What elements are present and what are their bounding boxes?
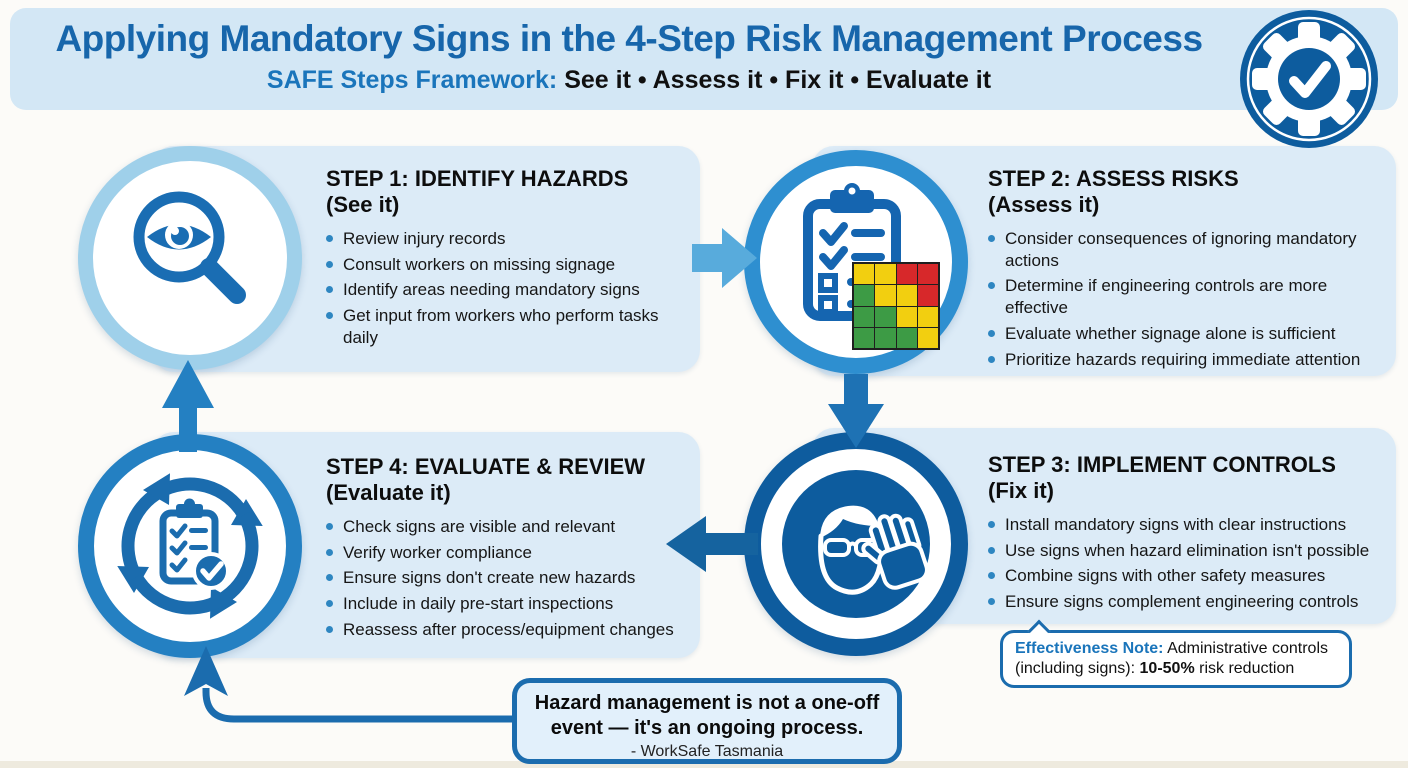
step3-title: STEP 3: IMPLEMENT CONTROLS	[988, 452, 1336, 477]
risk-matrix-cell	[896, 327, 917, 348]
risk-matrix-cell	[896, 285, 917, 306]
step3-bullet-list: Install mandatory signs with clear instr…	[988, 514, 1392, 613]
list-item: Verify worker compliance	[326, 542, 704, 564]
bullet-dot	[988, 355, 995, 363]
risk-matrix-cell	[875, 306, 896, 327]
cycle-clipboard-icon	[117, 473, 263, 619]
step2-title: STEP 2: ASSESS RISKS	[988, 166, 1239, 191]
header-banner: Applying Mandatory Signs in the 4-Step R…	[10, 8, 1398, 110]
step3-subtitle: (Fix it)	[988, 478, 1054, 504]
list-item: Determine if engineering controls are mo…	[988, 275, 1392, 319]
list-item: Ensure signs complement engineering cont…	[988, 591, 1392, 613]
list-item: Check signs are visible and relevant	[326, 516, 704, 538]
page-title: Applying Mandatory Signs in the 4-Step R…	[55, 18, 1203, 59]
list-item: Get input from workers who perform tasks…	[326, 305, 692, 349]
list-item: Consider consequences of ignoring mandat…	[988, 228, 1392, 272]
risk-matrix-cell	[875, 264, 896, 285]
list-item: Install mandatory signs with clear instr…	[988, 514, 1392, 536]
bullet-dot	[326, 625, 333, 633]
step2-subtitle: (Assess it)	[988, 192, 1100, 218]
step2-bullet-list: Consider consequences of ignoring mandat…	[988, 228, 1392, 371]
step4-bullet-list: Check signs are visible and relevant Ver…	[326, 516, 704, 641]
framework-steps: See it • Assess it • Fix it • Evaluate i…	[564, 65, 992, 94]
risk-matrix-cell	[875, 327, 896, 348]
list-item: Combine signs with other safety measures	[988, 565, 1392, 587]
magnifier-eye-icon	[133, 191, 246, 304]
bullet-dot	[326, 548, 333, 556]
step1-subtitle: (See it)	[326, 192, 400, 218]
bullet-dot	[988, 598, 995, 606]
risk-matrix-cell	[854, 264, 875, 285]
step2-content: STEP 2: ASSESS RISKS (Assess it) Conside…	[988, 166, 1392, 374]
step2-circle	[744, 150, 968, 374]
list-item: Review injury records	[326, 228, 692, 250]
page-subtitle: SAFE Steps Framework: See it • Assess it…	[30, 66, 1228, 95]
list-item: Prioritize hazards requiring immediate a…	[988, 349, 1392, 371]
bullet-dot	[326, 286, 333, 294]
bullet-dot	[326, 600, 333, 608]
framework-label: SAFE Steps Framework:	[266, 65, 558, 94]
step1-title: STEP 1: IDENTIFY HAZARDS	[326, 166, 629, 191]
step1-content: STEP 1: IDENTIFY HAZARDS (See it) Review…	[326, 166, 692, 353]
risk-matrix-cell	[917, 306, 938, 327]
list-item: Ensure signs don't create new hazards	[326, 567, 704, 589]
risk-matrix-cell	[854, 327, 875, 348]
step4-content: STEP 4: EVALUATE & REVIEW (Evaluate it) …	[326, 454, 704, 645]
bullet-dot	[326, 574, 333, 582]
bullet-dot	[988, 546, 995, 554]
effectiveness-note: Effectiveness Note: Administrative contr…	[1000, 619, 1352, 688]
quote-text: Hazard management is not a one-off event…	[534, 692, 880, 739]
risk-matrix-cell	[854, 306, 875, 327]
list-item: Reassess after process/equipment changes	[326, 619, 704, 641]
ppe-mandatory-sign-icon	[782, 470, 930, 618]
quote-box: Hazard management is not a one-off event…	[512, 678, 902, 764]
bottom-strip	[0, 761, 1408, 768]
step4-title: STEP 4: EVALUATE & REVIEW	[326, 454, 646, 479]
note-highlight: 10-50%	[1139, 660, 1195, 677]
risk-matrix-cell	[875, 285, 896, 306]
bullet-dot	[326, 522, 333, 530]
note-text: Administrative controls (including signs…	[1015, 640, 1329, 677]
risk-matrix-cell	[917, 285, 938, 306]
risk-matrix-cell	[896, 264, 917, 285]
bullet-dot	[988, 234, 995, 242]
gear-check-icon	[1238, 8, 1380, 150]
quote-attribution: - WorkSafe Tasmania	[630, 743, 784, 760]
bullet-dot	[988, 329, 995, 337]
risk-matrix-cell	[896, 306, 917, 327]
list-item: Consult workers on missing signage	[326, 254, 692, 276]
bullet-dot	[988, 282, 995, 290]
list-item: Evaluate whether signage alone is suffic…	[988, 323, 1392, 345]
step1-circle	[78, 146, 302, 370]
risk-matrix-cell	[917, 327, 938, 348]
step4-circle	[78, 434, 302, 658]
list-item: Include in daily pre-start inspections	[326, 593, 704, 615]
loop-connector-line	[202, 688, 512, 723]
risk-matrix	[852, 262, 940, 350]
note-label: Effectiveness Note:	[1015, 640, 1164, 657]
list-item: Use signs when hazard elimination isn't …	[988, 540, 1392, 562]
step3-circle	[744, 432, 968, 656]
note-text-after: risk reduction	[1199, 660, 1295, 677]
step4-subtitle: (Evaluate it)	[326, 480, 451, 506]
bullet-dot	[326, 260, 333, 268]
bullet-dot	[988, 520, 995, 528]
step3-content: STEP 3: IMPLEMENT CONTROLS (Fix it) Inst…	[988, 452, 1392, 617]
risk-matrix-cell	[917, 264, 938, 285]
step1-bullet-list: Review injury records Consult workers on…	[326, 228, 692, 349]
bullet-dot	[326, 234, 333, 242]
risk-matrix-cell	[854, 285, 875, 306]
bullet-dot	[988, 572, 995, 580]
list-item: Identify areas needing mandatory signs	[326, 279, 692, 301]
bullet-dot	[326, 312, 333, 320]
